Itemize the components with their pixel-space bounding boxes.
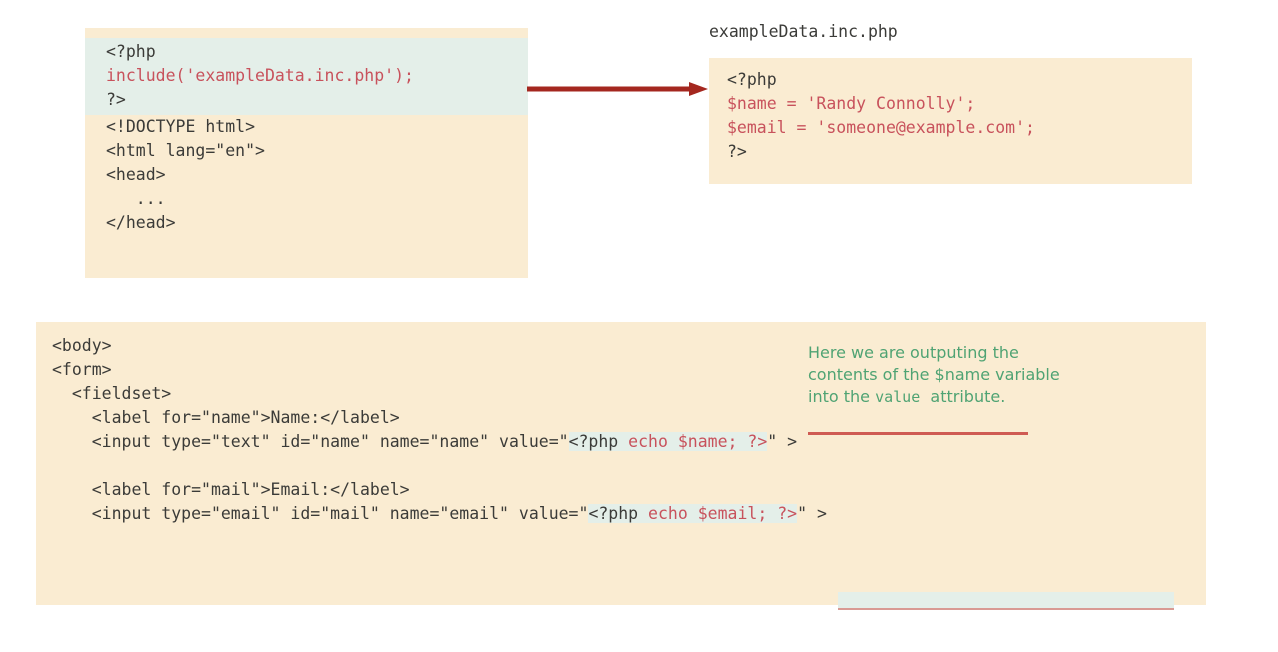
example-data-filename-label: exampleData.inc.php — [709, 22, 898, 41]
code-fragment: echo $email; — [648, 504, 768, 523]
annotation-fragment: into the — [808, 387, 876, 406]
code-line: <head> — [106, 165, 166, 184]
code-line: include('exampleData.inc.php'); — [106, 66, 414, 85]
code-line-email-input: <input type="email" id="mail" name="emai… — [36, 502, 1206, 526]
form-code-block: <body> <form> <fieldset> <label for="nam… — [36, 322, 1206, 605]
code-line: $name = 'Randy Connolly'; — [727, 94, 976, 113]
code-fragment: <input type="email" id="mail" name="emai… — [52, 504, 589, 523]
code-line: <label for="mail">Email:</label> — [52, 480, 410, 499]
code-line-blank — [36, 454, 1206, 478]
php-highlight: <?php echo $name; ?> — [568, 432, 768, 451]
code-fragment: ?> — [737, 432, 768, 451]
code-line: ... — [106, 189, 166, 208]
code-line-name-input: <input type="text" id="name" name="name"… — [36, 430, 1206, 454]
code-line: ?> — [727, 142, 747, 161]
php-highlight: <?php echo $email; ?> — [588, 504, 798, 523]
code-line: <form> — [52, 360, 112, 379]
code-line: <html lang="en"> — [106, 141, 265, 160]
example-data-code-block: <?php $name = 'Randy Connolly'; $email =… — [709, 58, 1192, 184]
code-fragment: " > — [767, 432, 798, 451]
include-arrow-icon — [527, 81, 709, 97]
code-line: <body> — [52, 336, 112, 355]
code-fragment: <input type="text" id="name" name="name"… — [52, 432, 569, 451]
include-code-block: <?php include('exampleData.inc.php'); ?>… — [85, 28, 528, 278]
code-line: $email = 'someone@example.com'; — [727, 118, 1035, 137]
code-line: <fieldset> — [52, 384, 172, 403]
php-highlight-overhang — [838, 592, 1174, 610]
php-highlight-overhang-rule — [838, 608, 1174, 610]
code-fragment: " > — [797, 504, 827, 523]
code-line: <label for="name">Name:</label> — [52, 408, 400, 427]
php-highlight-region: <?php include('exampleData.inc.php'); ?> — [85, 38, 528, 115]
code-fragment: echo $name; — [628, 432, 738, 451]
code-fragment: ?> — [767, 504, 798, 523]
annotation-line-3: into the value attribute. — [808, 386, 1068, 408]
code-line: <!DOCTYPE html> — [106, 117, 256, 136]
code-line: ?> — [106, 90, 126, 109]
annotation-line-1: Here we are outputing the — [808, 343, 1019, 362]
annotation-underline — [808, 432, 1028, 435]
annotation-line-2: contents of the $name variable — [808, 365, 1060, 384]
annotation-fragment: attribute. — [920, 387, 1006, 406]
annotation-code-term: value — [875, 388, 921, 406]
code-fragment: <?php — [588, 504, 649, 523]
annotation-note: Here we are outputing the contents of th… — [808, 342, 1068, 408]
code-line: <?php — [106, 42, 156, 61]
code-line: <?php — [727, 70, 777, 89]
code-line: </head> — [106, 213, 176, 232]
code-fragment: <?php — [568, 432, 629, 451]
